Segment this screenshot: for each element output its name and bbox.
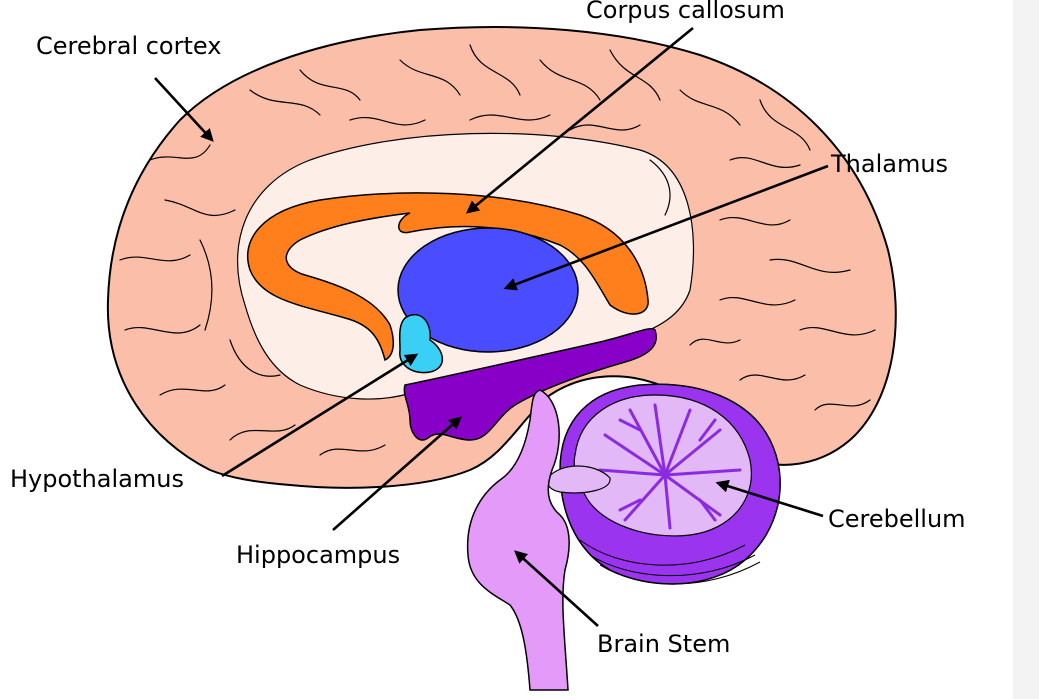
label-thalamus: Thalamus [830,150,948,178]
label-pointers [154,26,829,627]
side-panel [1013,0,1039,699]
thalamus-shape [397,227,579,353]
cortex-gyri [119,44,876,456]
corpus-callosum-shape [246,192,649,362]
label-cerebral-cortex: Cerebral cortex [36,32,221,60]
label-hypothalamus: Hypothalamus [10,465,184,493]
label-corpus-callosum: Corpus callosum [586,0,785,24]
label-hippocampus: Hippocampus [236,541,400,569]
brain-stem-shape [466,389,570,691]
label-brain-stem: Brain Stem [597,630,730,658]
label-cerebellum: Cerebellum [828,505,966,533]
cerebellum-lobule [546,465,611,494]
hippocampus-shape [403,328,657,441]
arbor-vitae [598,403,742,530]
